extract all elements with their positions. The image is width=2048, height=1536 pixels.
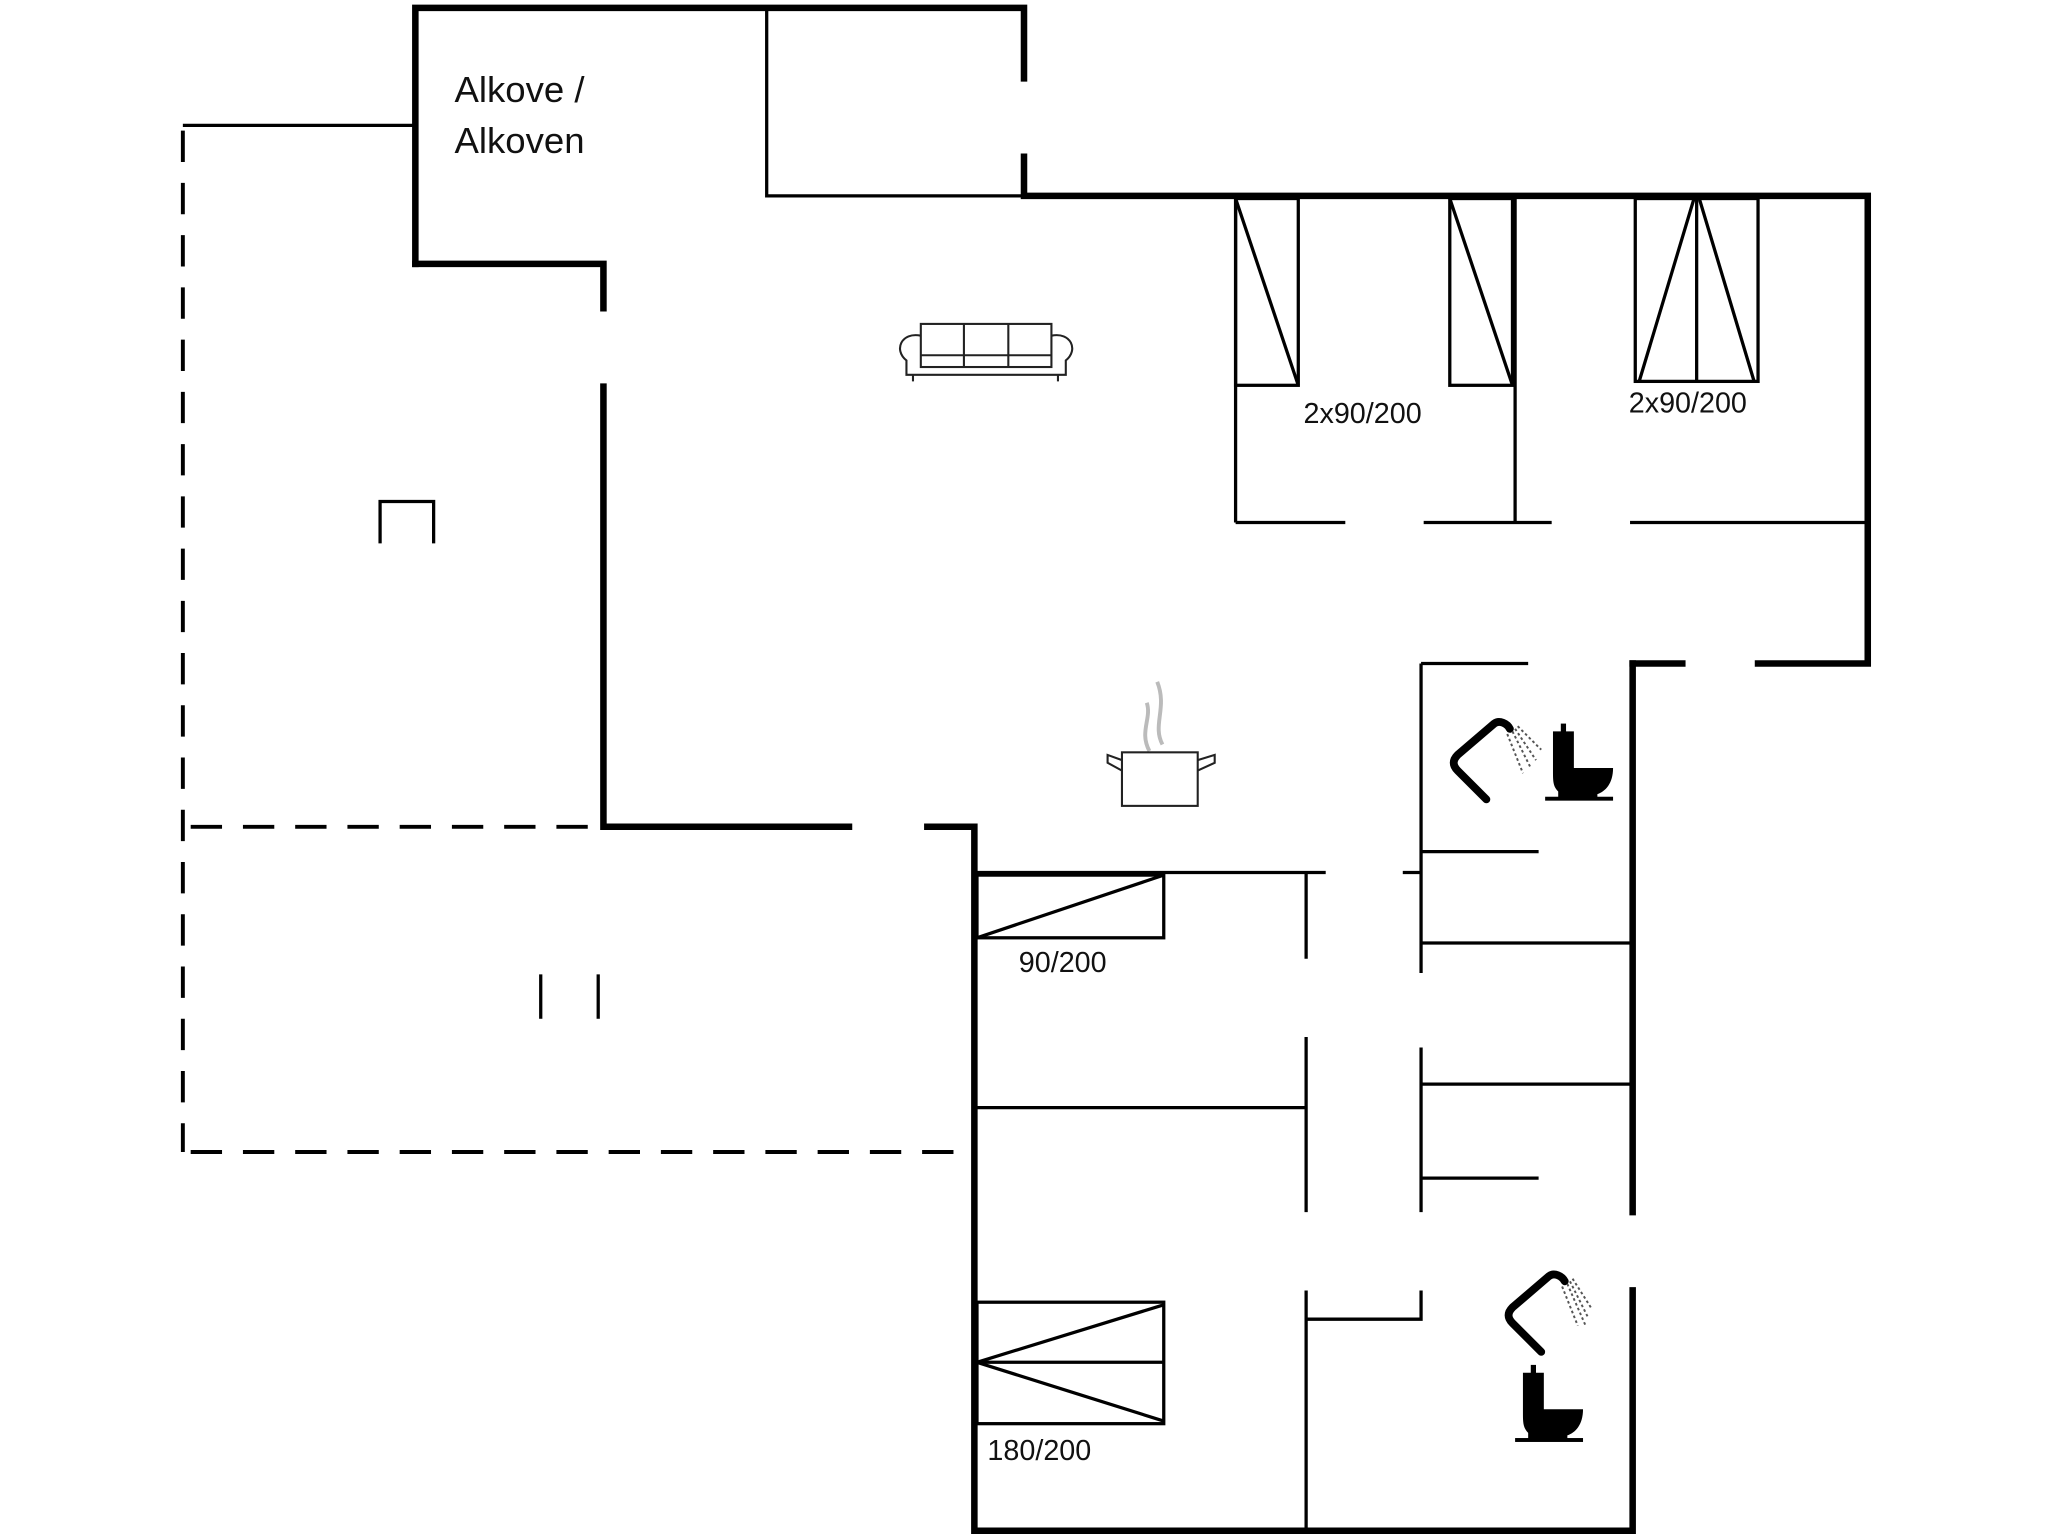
bed-double-4 — [975, 1300, 1166, 1426]
bed-label-bedroom-3: 90/200 — [1019, 947, 1107, 979]
sofa-icon — [899, 322, 1074, 382]
terrace-outline — [180, 130, 967, 1154]
toilet-icon — [1515, 1364, 1584, 1442]
outdoor-marker — [378, 499, 436, 544]
shower-icon — [1449, 718, 1542, 804]
shower-icon — [1504, 1270, 1592, 1356]
toilet-icon — [1545, 723, 1614, 801]
interior-walls — [182, 10, 1866, 1529]
bed-twin-2 — [1633, 196, 1760, 384]
bed-label-bedroom-1: 2x90/200 — [1304, 398, 1422, 430]
bed-twin-1 — [1233, 196, 1515, 387]
cooking-pot-icon — [1106, 681, 1216, 807]
bed-label-bedroom-2: 2x90/200 — [1629, 388, 1747, 420]
alcove-label-line2: Alkoven — [455, 120, 585, 161]
alcove-label-line1: Alkove / — [455, 69, 586, 110]
bed-single-3 — [975, 873, 1166, 940]
bed-label-bedroom-4: 180/200 — [987, 1435, 1091, 1467]
exterior-walls — [412, 4, 1872, 1535]
